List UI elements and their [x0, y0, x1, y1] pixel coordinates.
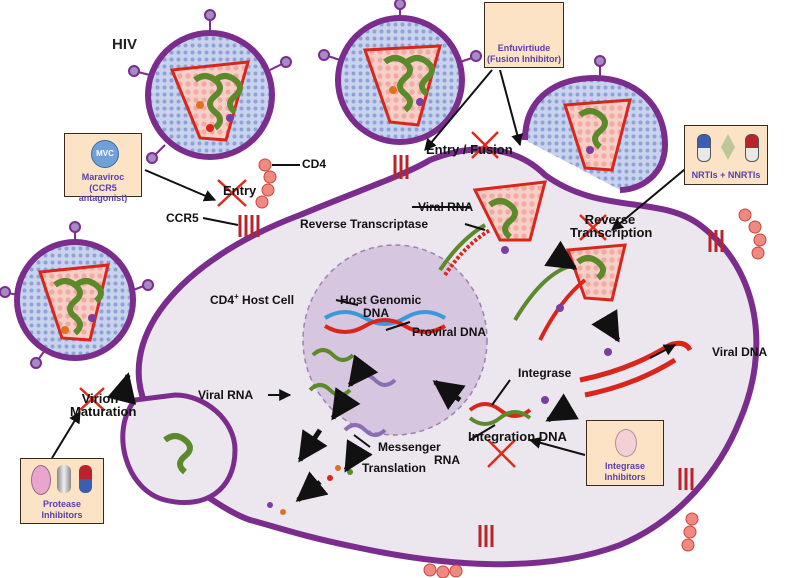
reverse-transcriptase-label: Reverse Transcriptase [300, 217, 429, 231]
capsule-icon-red [745, 134, 759, 162]
entry-label: Entry [223, 183, 257, 198]
viral-dna-label: Viral DNA [712, 345, 768, 359]
host-genomic-dna-label: Host Genomic DNA [340, 294, 421, 320]
nrti-nnrti-box: NRTIs + NNRTIs [684, 125, 768, 185]
diamond-pill-icon [721, 134, 735, 160]
integrase-label: Integrase [518, 366, 572, 380]
red-blue-capsule-icon [79, 465, 92, 493]
reverse-transcription-line2: Transcription [570, 225, 653, 240]
capsid-1 [472, 180, 547, 242]
maraviroc-class: (CCR5 antagonist) [78, 183, 128, 203]
oval-pill-icon [615, 429, 637, 457]
nrti-name: NRTIs + NNRTIs [691, 170, 761, 180]
enfuvirtide-box: Enfuvirtiude (Fusion Inhibitor) [484, 2, 564, 68]
cd4-host-cell-label: CD4+ Host Cell [210, 292, 295, 307]
maraviroc-name: Maraviroc [81, 172, 125, 182]
virus-fusing-right [522, 74, 669, 193]
viral-rna-left-label: Viral RNA [198, 388, 254, 402]
virion-maturation-line2: Maturation [70, 404, 137, 419]
integrase-inhibitors-name2: Inhibitors [604, 472, 646, 482]
host-genomic-dna [323, 310, 447, 334]
capsule-icon [697, 134, 711, 162]
virion-maturation-label: Virion Maturation [70, 391, 137, 419]
messenger-rna-label: Messenger RNA [378, 441, 460, 467]
budding-virion-membrane [120, 392, 238, 506]
host-genomic-dna-line2: DNA [363, 306, 389, 320]
integrase-inhibitors-name: Integrase [604, 461, 646, 471]
silver-capsule-icon [57, 465, 71, 493]
integration-dna-label: Integration DNA [468, 429, 567, 444]
enfuvirtide-name: Enfuvirtiude [497, 43, 551, 53]
cd4-host-cell-rest: Host Cell [238, 293, 295, 307]
nucleus [302, 244, 488, 436]
protease-inhibitors-name2: Inhibitors [41, 510, 83, 520]
maraviroc-box: MVC Maraviroc (CCR5 antagonist) [64, 133, 142, 203]
reverse-transcription-line1: Reverse [584, 212, 636, 227]
host-genomic-dna-line1: Host Genomic [340, 293, 422, 307]
maraviroc-pill-icon: MVC [91, 140, 119, 168]
integrase-inhibitors-box: Integrase Inhibitors [586, 420, 664, 486]
translation-label: Translation [362, 461, 427, 475]
block-x-marks [79, 131, 607, 468]
messenger-rna-line1: Messenger [378, 440, 441, 454]
integration-dna [468, 402, 532, 426]
ccr5-receptors [238, 155, 724, 547]
protease-inhibitors-name: Protease [42, 499, 82, 509]
virion-maturation-line1: Virion [81, 391, 119, 406]
cd4-host-cell-sup: + [234, 292, 239, 301]
messenger-rna-line2: RNA [434, 453, 460, 467]
ccr5-label: CCR5 [166, 211, 199, 225]
proviral-dna-label: Proviral DNA [412, 325, 487, 339]
hiv-title: HIV [112, 36, 138, 53]
viral-rna-top-label: Viral RNA [418, 200, 474, 214]
entry-fusion-label: Entry / Fusion [426, 142, 513, 157]
cd4-label: CD4 [302, 157, 327, 171]
maraviroc-pill-label: MVC [96, 149, 114, 158]
cd4-host-cell-text: CD4 [210, 293, 235, 307]
virus-top-center [335, 15, 465, 145]
pink-pill-icon [31, 465, 51, 495]
virus-top-left [145, 30, 275, 160]
virus-left [14, 239, 136, 361]
enfuvirtide-class: (Fusion Inhibitor) [487, 54, 561, 64]
reverse-transcription-label: Reverse Transcription [570, 212, 653, 240]
cd4-receptor [255, 158, 767, 578]
protease-inhibitors-box: Protease Inhibitors [20, 458, 104, 524]
